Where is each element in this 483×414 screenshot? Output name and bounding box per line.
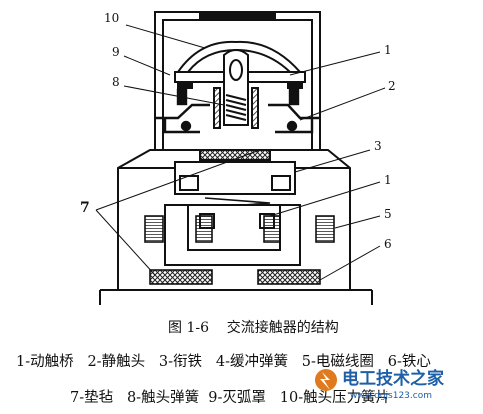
contact-spring <box>213 49 259 129</box>
callout-5: 5 <box>384 207 392 221</box>
callout-1-mid: 1 <box>384 173 392 187</box>
static-contact-right <box>268 88 320 134</box>
callout-1-top: 1 <box>384 43 392 57</box>
legend-line-2: 7-垫毡 8-触头弹簧 9-灭弧罩 10-触头压力簧片 <box>70 389 390 406</box>
callout-8: 8 <box>112 75 120 89</box>
watermark-logo-icon <box>315 369 337 391</box>
leader-lines <box>95 24 386 281</box>
base-plate <box>99 289 373 305</box>
armature <box>174 149 296 195</box>
site-watermark: 电工技术之家 www.dgjs123.com <box>315 368 444 401</box>
watermark-title: 电工技术之家 <box>342 368 444 389</box>
callout-7: 7 <box>80 200 90 216</box>
callout-10: 10 <box>104 11 119 25</box>
callout-2: 2 <box>388 79 396 93</box>
legend-line-1: 1-动触桥 2-静触头 3-衔铁 4-缓冲弹簧 5-电磁线圈 6-铁心 <box>16 353 431 370</box>
watermark-url: www.dgjs123.com <box>350 391 432 401</box>
callout-3: 3 <box>374 139 382 153</box>
callout-9: 9 <box>112 45 120 59</box>
callout-6: 6 <box>384 237 392 251</box>
figure-caption: 图 1-6 交流接触器的结构 <box>168 319 339 336</box>
electromagnetic-coil <box>144 215 335 243</box>
felt-pad <box>149 269 321 285</box>
